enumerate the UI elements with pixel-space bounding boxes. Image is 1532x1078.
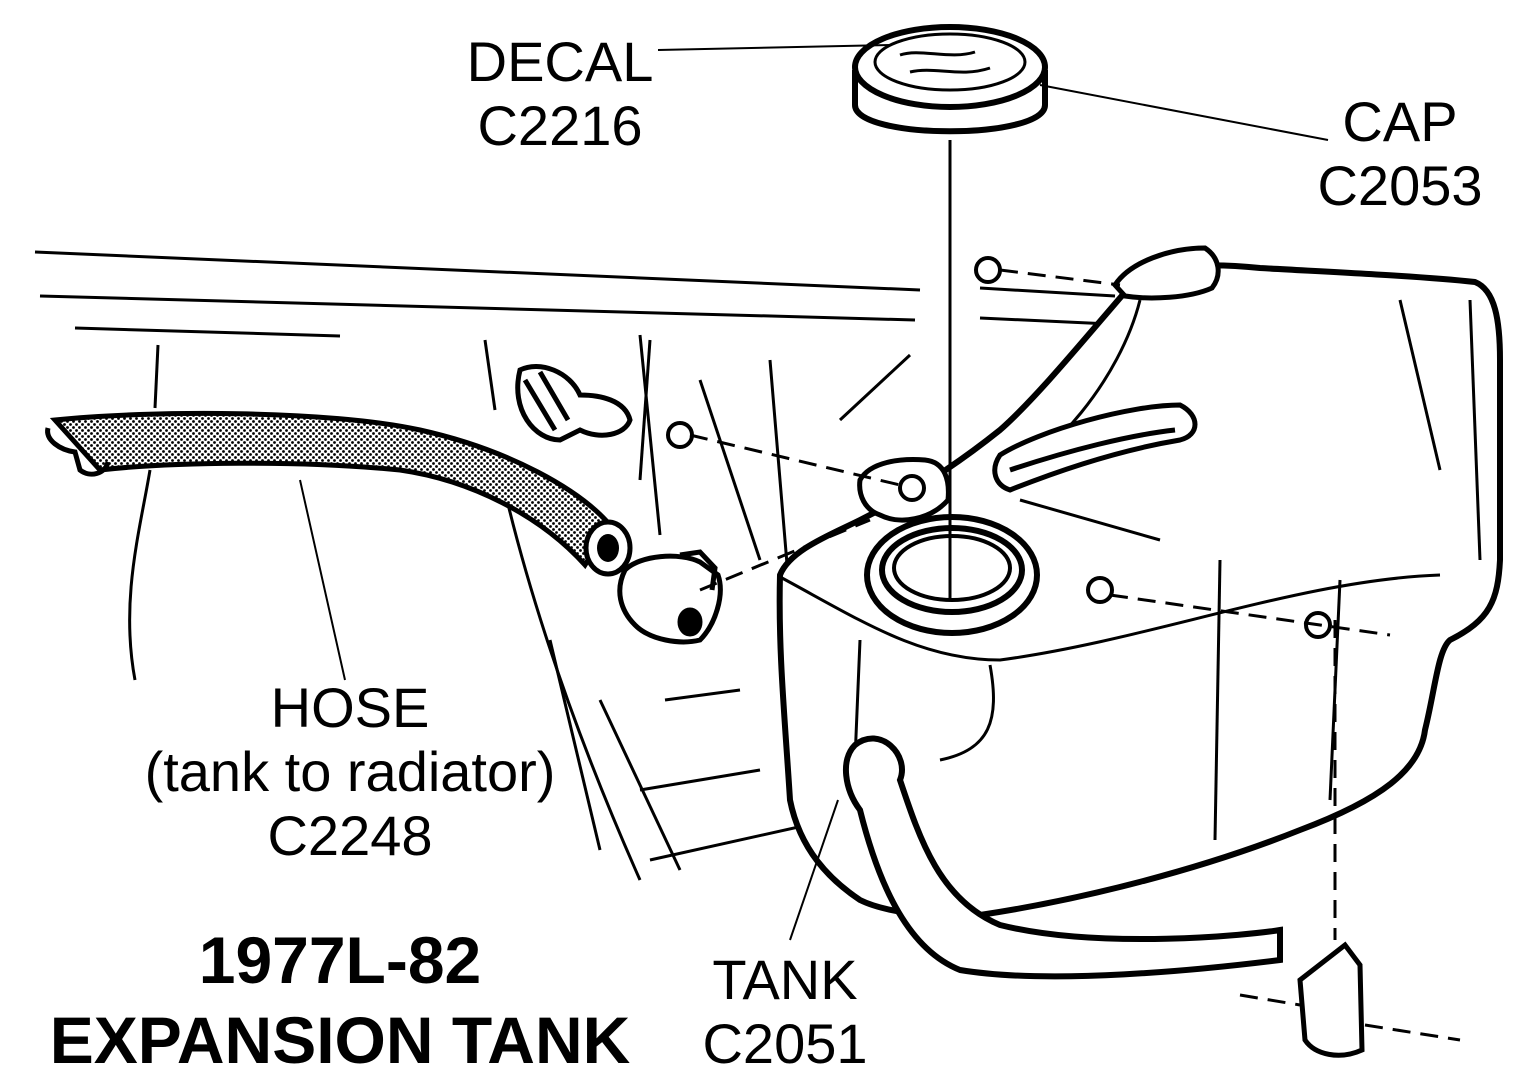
- filler-neck: [864, 514, 1040, 636]
- title-part: EXPANSION TANK: [49, 1003, 631, 1077]
- mounting-tabs: [857, 245, 1365, 1058]
- cap-label: CAP C2053: [1290, 90, 1510, 218]
- hose-label: HOSE (tank to radiator) C2248: [110, 676, 590, 868]
- hose-part-number: C2248: [267, 804, 433, 867]
- cap-part-number: C2053: [1317, 154, 1483, 217]
- radiator-hose: [45, 410, 633, 577]
- cap-name: CAP: [1342, 90, 1458, 153]
- tank-detail-lines: [781, 299, 1482, 841]
- tank-outlet-tube: [842, 735, 1283, 980]
- cap: [852, 24, 1048, 135]
- tank-name: TANK: [712, 948, 858, 1011]
- hose-name: HOSE: [270, 676, 430, 739]
- hose-clamp-lower: [617, 549, 723, 645]
- decal-label: DECAL C2216: [430, 30, 690, 158]
- hose-note: (tank to radiator): [144, 740, 556, 803]
- hose-clamp-upper: [515, 363, 633, 443]
- title-years: 1977L-82: [198, 923, 482, 997]
- leader-lines: [299, 44, 1329, 941]
- assembly-dashed-lines: [689, 268, 1461, 1042]
- decal-name: DECAL: [466, 30, 654, 93]
- diagram-title: 1977L-82 EXPANSION TANK: [10, 920, 670, 1078]
- tank-label: TANK C2051: [675, 948, 895, 1076]
- tank-part-number: C2051: [702, 1012, 868, 1075]
- decal-part-number: C2216: [477, 94, 643, 157]
- tank-ridge: [992, 402, 1198, 493]
- screws: [666, 256, 1332, 639]
